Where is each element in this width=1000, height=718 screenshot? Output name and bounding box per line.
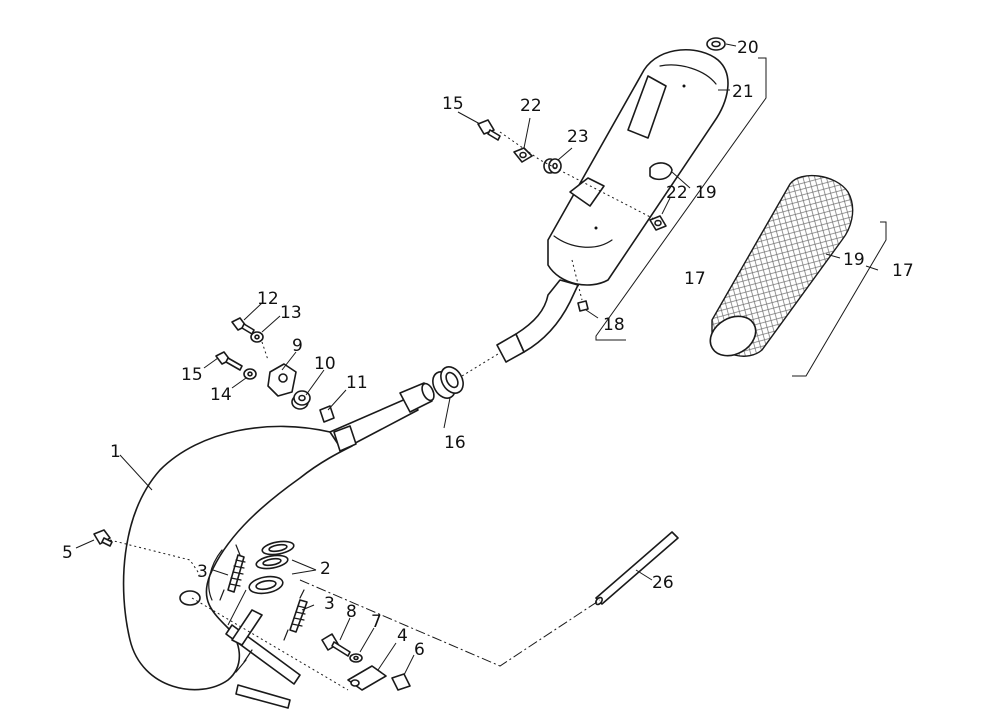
callout-1: 1 [110, 442, 121, 462]
assembly-lines [109, 131, 661, 691]
callout-6: 6 [414, 640, 425, 660]
silencer-17 [496, 49, 729, 363]
callout-4: 4 [397, 626, 408, 646]
bolt-5 [93, 529, 113, 547]
chamber-inlet-bracket [225, 609, 301, 709]
callout-22-lower: 22 [666, 183, 688, 203]
bolt-8 [321, 633, 351, 657]
callout-11: 11 [346, 373, 368, 393]
callout-17-silencer: 17 [684, 269, 706, 289]
leader-lines [75, 43, 879, 676]
callout-19-packing: 19 [843, 250, 865, 270]
callout-labels: 1 2 3 3 4 5 6 7 8 9 10 11 12 13 14 15 15… [62, 38, 914, 660]
expansion-chamber [122, 425, 353, 691]
bolt-15-upper [477, 119, 501, 141]
callout-14: 14 [210, 385, 232, 405]
callout-16: 16 [444, 433, 466, 453]
bolt-15-lower [215, 351, 243, 371]
callout-17-packing: 17 [892, 261, 914, 281]
callout-20: 20 [737, 38, 759, 58]
callout-19-silencer: 19 [695, 183, 717, 203]
callout-26: 26 [652, 573, 674, 593]
grommet-23 [543, 158, 562, 174]
nut-22-upper [513, 147, 533, 163]
o-rings [248, 540, 295, 595]
screw-18 [577, 300, 589, 312]
rod-26 [594, 531, 679, 606]
callout-8: 8 [346, 602, 357, 622]
springs [219, 544, 308, 641]
washer-20 [706, 37, 726, 51]
callout-23: 23 [567, 127, 589, 147]
coupler-16 [432, 366, 464, 399]
callout-9: 9 [292, 336, 303, 356]
bracket-9 [267, 363, 297, 397]
callout-7: 7 [371, 612, 382, 632]
callout-3-right: 3 [324, 594, 335, 614]
washer-7 [349, 653, 363, 663]
bolt-12 [231, 317, 255, 335]
callout-12: 12 [257, 289, 279, 309]
callout-21: 21 [732, 82, 754, 102]
bracket-4 [347, 665, 387, 691]
callout-2: 2 [320, 559, 331, 579]
callout-18: 18 [603, 315, 625, 335]
sleeve-11 [319, 405, 335, 423]
callout-15-lower: 15 [181, 365, 203, 385]
callout-15-upper: 15 [442, 94, 464, 114]
washer-13 [250, 331, 264, 343]
callout-13: 13 [280, 303, 302, 323]
callout-5: 5 [62, 543, 73, 563]
bushing-6 [391, 673, 411, 691]
callout-10: 10 [314, 354, 336, 374]
chamber-mount-eye [179, 590, 201, 606]
brace-lines [595, 57, 887, 377]
grommet-10 [291, 390, 311, 410]
callout-22-upper: 22 [520, 96, 542, 116]
callout-3-left: 3 [197, 562, 208, 582]
packing-19 [709, 174, 854, 357]
header-pipe [329, 382, 435, 452]
washer-14 [243, 368, 257, 380]
